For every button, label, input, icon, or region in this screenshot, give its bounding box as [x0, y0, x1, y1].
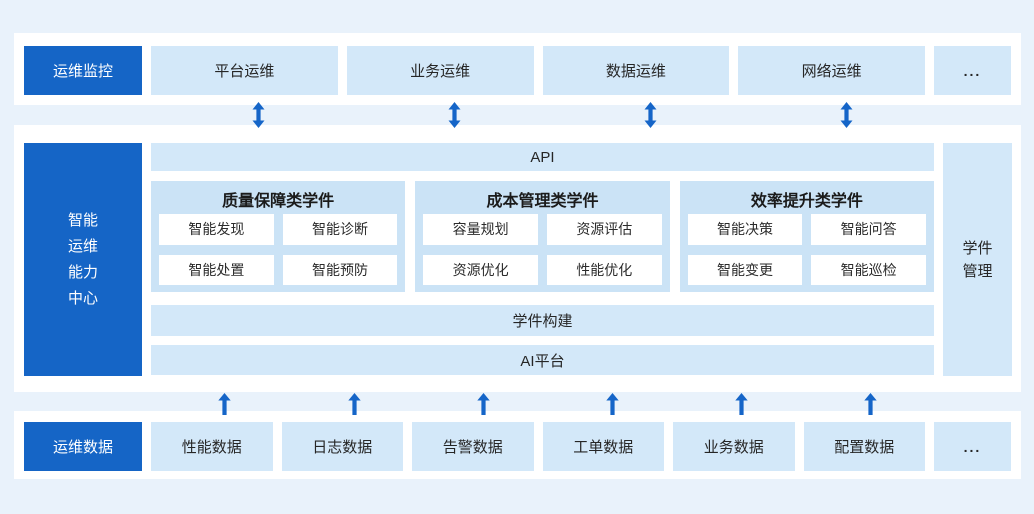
group-item: 智能问答	[811, 214, 926, 245]
group-item: 智能巡检	[811, 254, 926, 285]
more-data-box: ...	[934, 422, 1011, 471]
ops-data-panel: 运维数据 性能数据 日志数据 告警数据 工单数据 业务数据 配置数据 ...	[14, 411, 1021, 479]
group-item: 智能诊断	[282, 214, 398, 245]
double-arrow-icon	[644, 102, 657, 128]
group-grid: 智能发现 智能诊断 智能处置 智能预防	[159, 214, 398, 285]
ai-platform-bar: AI平台	[151, 345, 934, 375]
api-bar: API	[151, 143, 934, 171]
platform-ops-box: 平台运维	[151, 46, 338, 95]
group-title: 成本管理类学件	[486, 192, 599, 210]
learnware-management-line: 学件	[962, 239, 993, 257]
up-arrow-icon	[606, 393, 619, 415]
up-arrow-icon	[218, 393, 231, 415]
capability-center-line: 智能	[67, 211, 98, 229]
ticket-data-box: 工单数据	[542, 422, 664, 471]
group-item: 智能变更	[687, 254, 803, 285]
config-data-box: 配置数据	[803, 422, 925, 471]
data-ops-box: 数据运维	[542, 46, 730, 95]
double-arrow-icon	[840, 102, 853, 128]
group-item: 容量规划	[423, 214, 538, 245]
double-arrow-icon	[252, 102, 265, 128]
double-arrow-icon	[448, 102, 461, 128]
efficiency-improvement-group: 效率提升类学件 智能决策 智能问答 智能变更 智能巡检	[679, 181, 934, 292]
capability-center-line: 能力	[67, 263, 98, 281]
up-arrow-icon	[477, 393, 490, 415]
group-item: 资源评估	[546, 214, 662, 245]
group-item: 智能发现	[159, 214, 274, 245]
business-ops-box: 业务运维	[346, 46, 534, 95]
ops-monitoring-panel: 运维监控 平台运维 业务运维 数据运维 网络运维 ...	[14, 33, 1021, 105]
alarm-data-box: 告警数据	[412, 422, 534, 471]
ops-data-label: 运维数据	[24, 422, 142, 471]
group-item: 智能处置	[159, 254, 274, 285]
group-grid: 智能决策 智能问答 智能变更 智能巡检	[687, 214, 926, 285]
group-title: 质量保障类学件	[222, 192, 335, 210]
capability-center-line: 运维	[67, 237, 98, 255]
group-item: 智能预防	[282, 254, 398, 285]
capability-center-content: API 质量保障类学件 智能发现 智能诊断 智能处置 智能预防 成本管理类学件 …	[151, 143, 934, 376]
aiops-capability-center-panel: 智能 运维 能力 中心 API 质量保障类学件 智能发现 智能诊断 智能处置 智…	[14, 125, 1021, 392]
network-ops-box: 网络运维	[738, 46, 925, 95]
bottom-arrow-strip	[14, 392, 1021, 415]
business-data-box: 业务数据	[673, 422, 795, 471]
quality-assurance-group: 质量保障类学件 智能发现 智能诊断 智能处置 智能预防	[151, 181, 406, 292]
up-arrow-icon	[735, 393, 748, 415]
more-ops-box: ...	[934, 46, 1011, 95]
group-title: 效率提升类学件	[750, 192, 863, 210]
group-item: 智能决策	[687, 214, 803, 245]
learnware-groups: 质量保障类学件 智能发现 智能诊断 智能处置 智能预防 成本管理类学件 容量规划…	[151, 181, 934, 292]
up-arrow-icon	[864, 393, 877, 415]
group-item: 资源优化	[423, 254, 538, 285]
capability-center-line: 中心	[67, 289, 98, 307]
top-arrow-strip	[14, 102, 1021, 128]
performance-data-box: 性能数据	[151, 422, 273, 471]
learnware-build-bar: 学件构建	[151, 305, 934, 336]
up-arrow-icon	[348, 393, 361, 415]
learnware-management-column: 学件 管理	[943, 143, 1012, 376]
ops-monitoring-label: 运维监控	[24, 46, 142, 95]
learnware-management-line: 管理	[962, 262, 993, 280]
group-grid: 容量规划 资源评估 资源优化 性能优化	[423, 214, 662, 285]
group-item: 性能优化	[546, 254, 662, 285]
log-data-box: 日志数据	[281, 422, 403, 471]
cost-management-group: 成本管理类学件 容量规划 资源评估 资源优化 性能优化	[415, 181, 670, 292]
capability-center-label: 智能 运维 能力 中心	[24, 143, 142, 376]
